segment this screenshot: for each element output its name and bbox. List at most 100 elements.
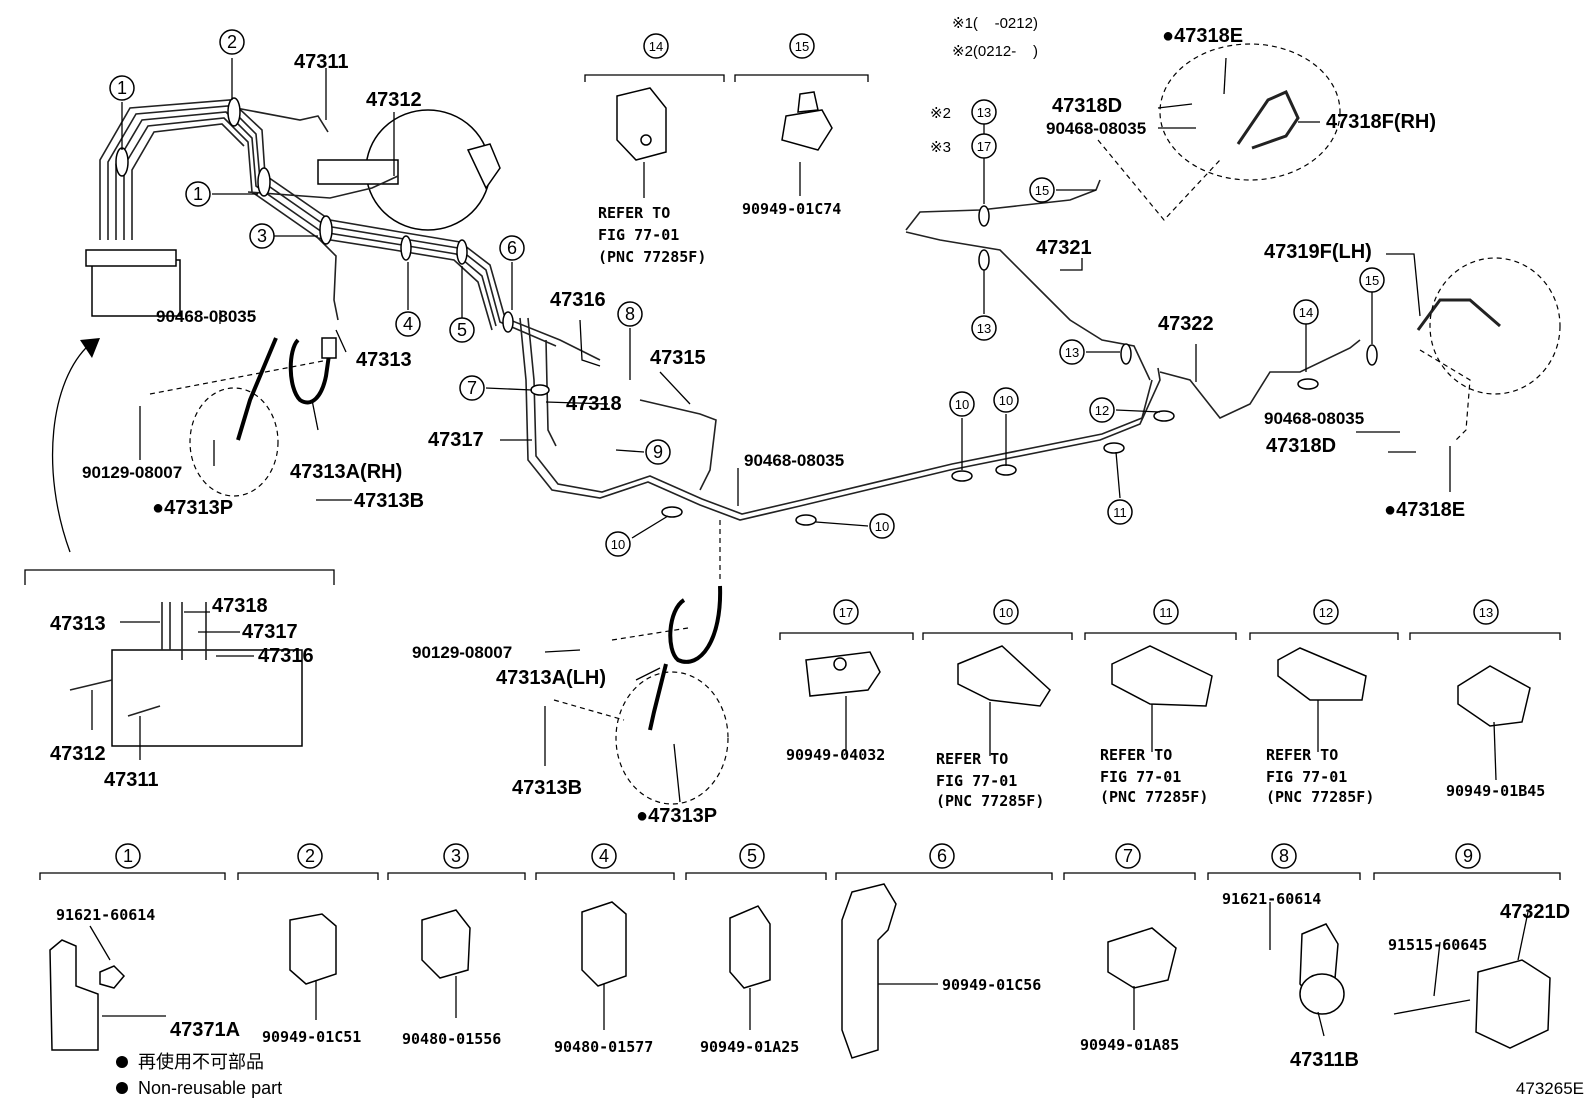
hose-47319F-LH — [1416, 257, 1561, 395]
clip-13 — [1457, 665, 1531, 727]
inset-label-47311: 47311 — [104, 769, 159, 791]
callout-3: 3 — [257, 226, 267, 246]
clip-17 — [805, 651, 881, 697]
label-47315: 47315 — [650, 347, 706, 369]
label-90949-01A25: 90949-01A25 — [700, 1038, 799, 1056]
label-90480-01577: 90480-01577 — [554, 1038, 653, 1056]
label-90949-01B45: 90949-01B45 — [1446, 782, 1545, 800]
diagram-code: 473265E — [1516, 1079, 1584, 1098]
label-90480-01556: 90480-01556 — [402, 1030, 501, 1048]
clip-9 — [1393, 959, 1551, 1049]
label-47321D: 47321D — [1500, 901, 1570, 923]
label-90949-04032: 90949-04032 — [786, 746, 885, 764]
ref-note-2: ※2 — [930, 105, 951, 122]
label-47318: 47318 — [566, 393, 622, 415]
clip-7 — [1107, 927, 1177, 989]
hose-47318F-RH — [1159, 43, 1341, 181]
clip-11 — [1111, 645, 1213, 707]
label-47313A-RH: 47313A(RH) — [290, 461, 402, 483]
callout-4: 4 — [403, 314, 413, 334]
callout-4b: 4 — [599, 846, 609, 866]
section-brackets — [39, 74, 1561, 880]
label-47313B-b: 47313B — [512, 777, 582, 799]
callout-9: 9 — [653, 442, 663, 462]
callout-1c: 1 — [123, 846, 133, 866]
callout-10a: 10 — [611, 537, 625, 552]
refer-12-l2: FIG 77-01 — [1266, 768, 1347, 786]
label-47313: 47313 — [356, 349, 412, 371]
callout-14a: 14 — [1299, 305, 1313, 320]
clip-2 — [289, 913, 337, 985]
callout-15b: 15 — [1365, 273, 1379, 288]
label-47316: 47316 — [550, 289, 606, 311]
callout-10d: 10 — [999, 393, 1013, 408]
part-labels: 47311 47312 47313 90468-08035 90129-0800… — [50, 25, 1584, 1098]
refer-12-l1: REFER TO — [1266, 746, 1338, 764]
callout-5: 5 — [457, 320, 467, 340]
inset-label-47313: 47313 — [50, 613, 106, 635]
abs-actuator — [85, 249, 181, 317]
clip-1 — [49, 939, 126, 1051]
label-90949-01C74: 90949-01C74 — [742, 200, 841, 218]
callout-14b: 14 — [649, 39, 663, 54]
clip-4 — [581, 901, 627, 987]
label-91621-a: 91621-60614 — [56, 906, 155, 924]
legend-dot-1 — [116, 1056, 128, 1068]
callout-13a: 13 — [1065, 345, 1079, 360]
label-90129-b: 90129-08007 — [412, 643, 512, 662]
inset-detail-box — [24, 569, 335, 747]
label-47311: 47311 — [294, 51, 349, 73]
clip-10 — [957, 645, 1051, 707]
refer-10-l2: FIG 77-01 — [936, 772, 1017, 790]
note-2: ※2(0212- ) — [952, 43, 1038, 60]
inset-label-47317: 47317 — [242, 621, 298, 643]
label-47318F-RH: 47318F(RH) — [1326, 111, 1436, 133]
callout-8: 8 — [625, 304, 635, 324]
refer-14-l2: FIG 77-01 — [598, 226, 679, 244]
label-47318D-bottom: 47318D — [1266, 435, 1336, 457]
callout-7b: 7 — [1123, 846, 1133, 866]
label-90949-01C51: 90949-01C51 — [262, 1028, 361, 1046]
refer-10-l1: REFER TO — [936, 750, 1008, 768]
pipe-47313 — [317, 237, 339, 321]
refer-10-l3: (PNC 77285F) — [936, 792, 1044, 810]
pipes-rear-run — [519, 317, 1161, 521]
clip-8 — [1299, 923, 1345, 1015]
label-47313B-a: 47313B — [354, 490, 424, 512]
callout-7: 7 — [467, 378, 477, 398]
clip-15 — [781, 91, 833, 151]
hose-47313A-LH — [615, 585, 729, 805]
label-90468-d: 90468-08035 — [1264, 409, 1364, 428]
pipe-47321 — [905, 179, 1151, 381]
refer-11-l3: (PNC 77285F) — [1100, 788, 1208, 806]
label-47313P-a: ●47313P — [152, 497, 233, 519]
callout-17a: 17 — [977, 139, 991, 154]
label-90949-01C56: 90949-01C56 — [942, 976, 1041, 994]
callout-2b: 2 — [305, 846, 315, 866]
refer-14-l1: REFER TO — [598, 204, 670, 222]
refer-12-l3: (PNC 77285F) — [1266, 788, 1374, 806]
inset-label-47316: 47316 — [258, 645, 314, 667]
clip-5 — [729, 905, 771, 989]
label-47318E-bottom: ●47318E — [1384, 499, 1465, 521]
label-47317: 47317 — [428, 429, 484, 451]
refer-11-l1: REFER TO — [1100, 746, 1172, 764]
callout-1: 1 — [117, 78, 127, 98]
label-91621-b: 91621-60614 — [1222, 890, 1321, 908]
callout-10e: 10 — [999, 605, 1013, 620]
label-47312: 47312 — [366, 89, 422, 111]
label-47313A-LH: 47313A(LH) — [496, 667, 606, 689]
brake-booster — [317, 109, 501, 231]
label-47321: 47321 — [1036, 237, 1092, 259]
callout-5b: 5 — [747, 846, 757, 866]
legend-dot-2 — [116, 1082, 128, 1094]
clip-6 — [841, 883, 897, 1059]
view-arrow — [51, 338, 100, 553]
label-47311B: 47311B — [1290, 1049, 1359, 1071]
leader-lines — [89, 57, 1529, 1037]
callout-2: 2 — [227, 32, 237, 52]
clip-12 — [1277, 647, 1367, 701]
callout-17b: 17 — [839, 605, 853, 620]
ref-note-3: ※3 — [930, 139, 951, 156]
